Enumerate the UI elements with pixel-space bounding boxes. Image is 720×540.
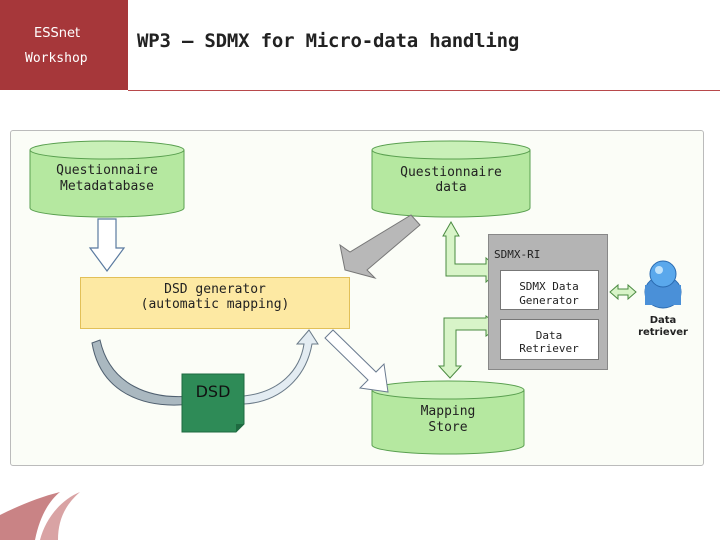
page-title: WP3 – SDMX for Micro-data handling bbox=[137, 30, 520, 52]
down-arrow bbox=[88, 218, 126, 273]
header-brand-block: ESSnet Workshop bbox=[0, 0, 128, 90]
questionnaire-metadatabase-line1: Questionnaire bbox=[56, 163, 158, 178]
elbow-arrow-lower bbox=[437, 315, 501, 379]
sdmx-data-generator-line1: SDMX Data bbox=[519, 280, 579, 293]
header-workshop: Workshop bbox=[25, 51, 88, 66]
curved-arrow-right bbox=[243, 329, 319, 405]
header-divider bbox=[128, 90, 720, 91]
user-icon bbox=[644, 260, 682, 309]
dsd-generator-box bbox=[80, 277, 350, 329]
data-retriever-line1: Data bbox=[535, 329, 563, 342]
sdmx-data-generator-box bbox=[500, 270, 599, 310]
mapping-store-line1: Mapping bbox=[420, 404, 476, 419]
diagonal-arrow-white bbox=[324, 329, 389, 393]
questionnaire-data-line1: Questionnaire bbox=[400, 165, 502, 180]
elbow-arrow-upper bbox=[442, 220, 501, 284]
dsd-label: DSD bbox=[195, 382, 231, 401]
user-data-retriever-line2: retriever bbox=[638, 327, 688, 338]
header-essnet: ESSnet bbox=[34, 26, 81, 41]
dsd-generator-line1: DSD generator bbox=[164, 282, 266, 297]
double-arrow bbox=[609, 283, 637, 301]
sdmx-ri-label: SDMX-RI bbox=[494, 248, 541, 261]
dsd-generator-line2: (automatic mapping) bbox=[140, 297, 290, 312]
questionnaire-metadatabase-cylinder bbox=[29, 140, 185, 218]
diagonal-arrow-gray bbox=[339, 214, 421, 279]
questionnaire-data-line2: data bbox=[435, 180, 467, 195]
user-data-retriever-line1: Data bbox=[649, 315, 677, 326]
mapping-store-cylinder bbox=[371, 380, 525, 455]
sdmx-data-generator-line2: Generator bbox=[519, 294, 579, 307]
data-retriever-line2: Retriever bbox=[519, 342, 579, 355]
mapping-store-line2: Store bbox=[428, 420, 468, 435]
questionnaire-data-cylinder bbox=[371, 140, 531, 218]
data-retriever-box bbox=[500, 319, 599, 360]
questionnaire-metadatabase-line2: Metadatabase bbox=[60, 179, 154, 194]
